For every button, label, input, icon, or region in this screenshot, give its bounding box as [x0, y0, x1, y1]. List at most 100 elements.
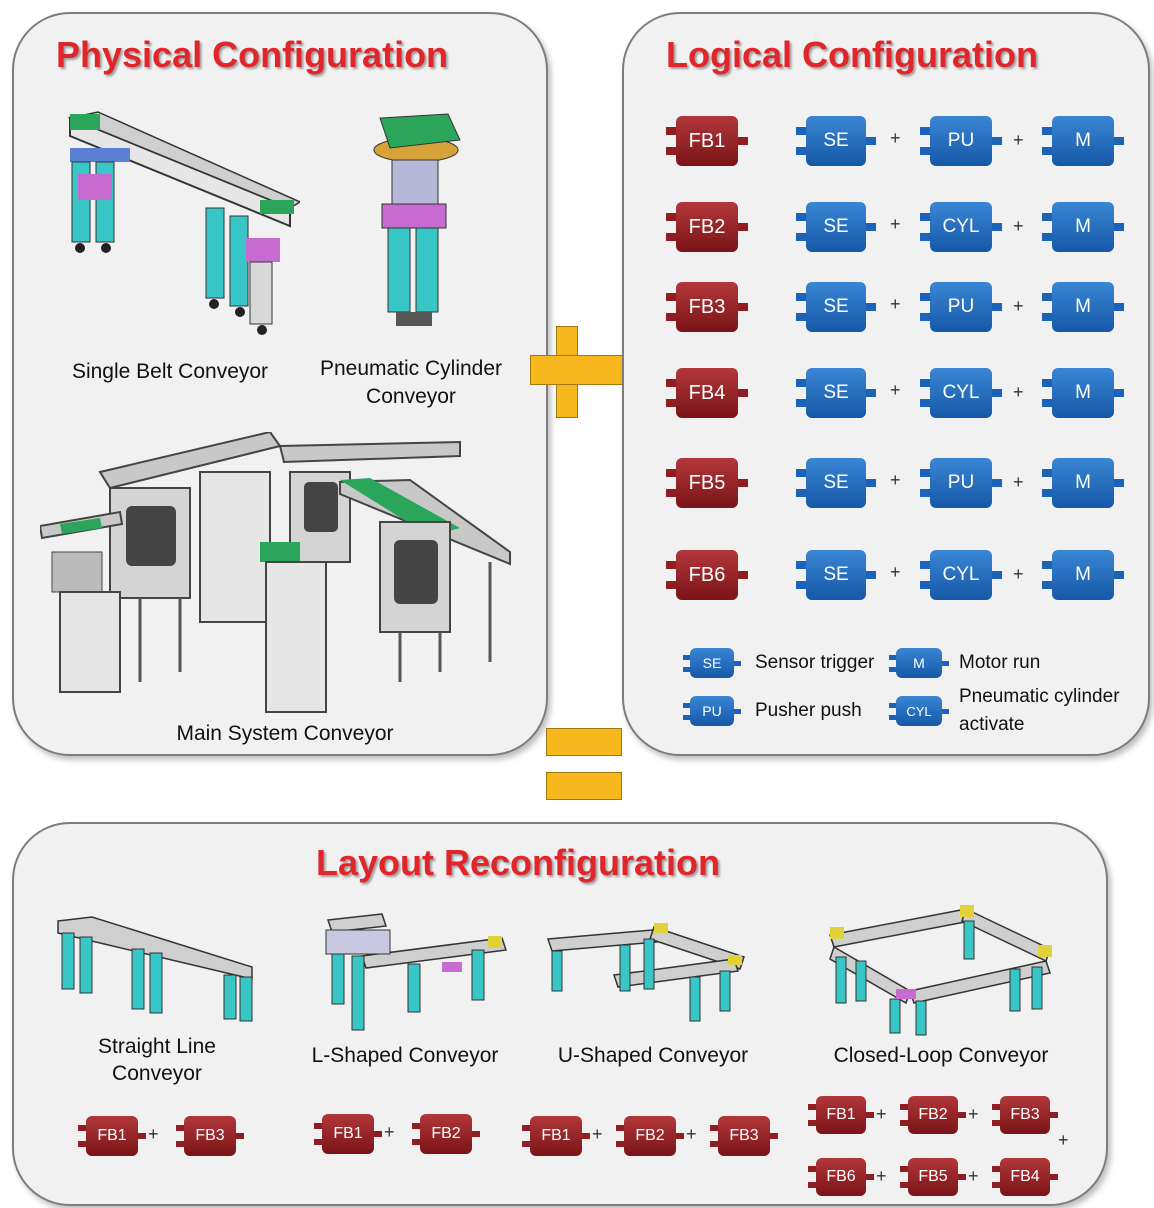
plus-sign: +	[890, 470, 901, 490]
closed-loop-caption: Closed-Loop Conveyor	[833, 1044, 1049, 1067]
block-connector-pin	[990, 223, 1002, 231]
block-connector-pin	[864, 571, 876, 579]
block-label: SE	[806, 458, 866, 508]
block-connector-pin	[1042, 561, 1054, 569]
legend-m-label: Motor run	[959, 652, 1041, 673]
plus-sign: +	[890, 380, 901, 400]
block-label: FB6	[816, 1158, 866, 1196]
function-block-fb3: FB3	[710, 1116, 778, 1156]
pneumatic-cylinder-conveyor-illustration	[373, 113, 461, 326]
cylinder-block: CYL	[920, 202, 1002, 252]
block-connector-pin	[992, 1166, 1002, 1172]
cylinder-block: CYL	[920, 368, 1002, 418]
block-connector-pin	[314, 1139, 324, 1145]
block-connector-pin	[710, 1141, 720, 1147]
u-shaped-caption: U-Shaped Conveyor	[557, 1044, 749, 1067]
block-connector-pin	[522, 1141, 532, 1147]
sensor-block: SE	[796, 202, 876, 252]
function-block-fb2: FB2	[616, 1116, 684, 1156]
function-block-fb4: FB4	[992, 1158, 1058, 1196]
block-connector-pin	[864, 1112, 874, 1118]
block-connector-pin	[920, 399, 932, 407]
block-connector-pin	[666, 469, 678, 477]
block-connector-pin	[956, 1174, 966, 1180]
block-label: M	[1052, 550, 1114, 600]
plus-sign: +	[1013, 216, 1024, 236]
block-connector-pin	[920, 213, 932, 221]
block-connector-pin	[234, 1133, 244, 1139]
block-connector-pin	[1042, 469, 1054, 477]
sensor-block: SE	[796, 458, 876, 508]
block-connector-pin	[990, 479, 1002, 487]
block-connector-pin	[920, 469, 932, 477]
plus-sign: +	[1013, 296, 1024, 316]
plus-sign: +	[148, 1124, 159, 1144]
straight-line-conveyor-illustration	[57, 916, 253, 1022]
block-connector-pin	[864, 479, 876, 487]
sensor-block: SE	[796, 550, 876, 600]
block-connector-pin	[1042, 313, 1054, 321]
block-connector-pin	[616, 1125, 626, 1131]
block-connector-pin	[176, 1125, 186, 1131]
block-label: FB2	[676, 202, 738, 252]
block-connector-pin	[674, 1133, 684, 1139]
block-label: FB1	[322, 1114, 374, 1154]
block-connector-pin	[666, 399, 678, 407]
plus-sign: +	[592, 1124, 603, 1144]
block-connector-pin	[864, 137, 876, 145]
block-connector-pin	[940, 709, 949, 714]
block-connector-pin	[808, 1104, 818, 1110]
block-label: M	[1052, 202, 1114, 252]
function-block-fb1: FB1	[78, 1116, 146, 1156]
function-block-fb5: FB5	[666, 458, 748, 508]
logical-configuration-title: Logical Configuration	[666, 34, 1038, 75]
function-block-fb3: FB3	[176, 1116, 244, 1156]
function-block-fb2: FB2	[666, 202, 748, 252]
layout-reconfiguration-title: Layout Reconfiguration	[316, 842, 720, 883]
block-connector-pin	[78, 1125, 88, 1131]
block-connector-pin	[1042, 213, 1054, 221]
block-connector-pin	[768, 1133, 778, 1139]
legend-m-block: M	[889, 648, 949, 678]
block-connector-pin	[992, 1182, 1002, 1188]
block-connector-pin	[889, 667, 898, 672]
block-connector-pin	[864, 389, 876, 397]
block-connector-pin	[796, 581, 808, 589]
block-connector-pin	[666, 313, 678, 321]
block-label: CYL	[930, 550, 992, 600]
plus-sign: +	[1013, 564, 1024, 584]
block-connector-pin	[372, 1131, 382, 1137]
block-connector-pin	[522, 1125, 532, 1131]
block-connector-pin	[683, 667, 692, 672]
block-connector-pin	[683, 655, 692, 660]
block-connector-pin	[864, 223, 876, 231]
block-connector-pin	[889, 703, 898, 708]
block-connector-pin	[796, 561, 808, 569]
block-connector-pin	[796, 127, 808, 135]
plus-sign: +	[890, 562, 901, 582]
block-connector-pin	[940, 661, 949, 666]
pusher-block: PU	[920, 282, 1002, 332]
block-label: M	[1052, 282, 1114, 332]
block-connector-pin	[796, 213, 808, 221]
function-block-fb1: FB1	[314, 1114, 382, 1154]
equals-operator-bottom	[546, 772, 622, 800]
motor-block: M	[1042, 550, 1124, 600]
block-label: CYL	[896, 696, 942, 726]
block-label: M	[1052, 368, 1114, 418]
l-shaped-conveyor-illustration	[325, 913, 507, 1031]
block-connector-pin	[992, 1120, 1002, 1126]
block-connector-pin	[808, 1182, 818, 1188]
block-connector-pin	[796, 233, 808, 241]
block-connector-pin	[900, 1104, 910, 1110]
block-label: FB1	[816, 1096, 866, 1134]
plus-sign: +	[968, 1166, 979, 1186]
legend-pu-block: PU	[683, 696, 741, 726]
block-connector-pin	[864, 1174, 874, 1180]
block-connector-pin	[683, 715, 692, 720]
block-connector-pin	[900, 1182, 910, 1188]
block-connector-pin	[900, 1120, 910, 1126]
block-connector-pin	[732, 709, 741, 714]
block-connector-pin	[470, 1131, 480, 1137]
block-connector-pin	[796, 399, 808, 407]
